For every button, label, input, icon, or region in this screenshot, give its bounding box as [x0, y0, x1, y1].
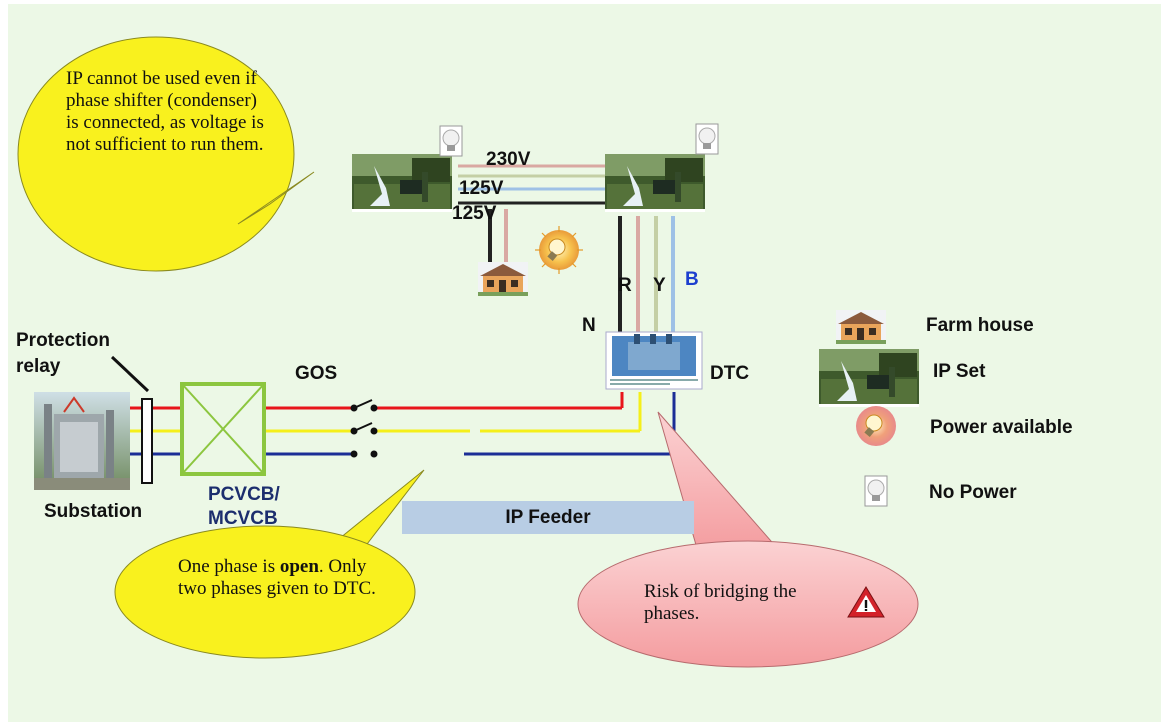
- dtc-label: DTC: [710, 363, 750, 384]
- gos-label: GOS: [295, 363, 338, 384]
- breaker-label-line1: PCVCB/: [208, 484, 280, 505]
- no-power-bulb-icon: [439, 125, 463, 157]
- ip-feeder-lines: [128, 392, 676, 456]
- ip-set-interconnect-lines: [458, 164, 606, 205]
- ip-feeder-bar: [402, 501, 694, 534]
- neutral-label-n: N: [582, 315, 596, 336]
- farm-house-icon: [478, 262, 528, 296]
- dtc-service-drops: [618, 216, 675, 338]
- substation-label: Substation: [44, 501, 143, 522]
- warning-icon: [847, 586, 885, 618]
- legend-power-available-bulb-icon: [856, 406, 896, 446]
- voltage-label-230v: 230V: [486, 149, 531, 170]
- breaker-label-line2: MCVCB: [208, 508, 278, 529]
- bridging-risk-callout-text: Risk of bridging the phases.: [644, 581, 797, 624]
- open-phase-text-end: . Only two phases given to DTC.: [178, 556, 376, 599]
- legend-farm-house-icon: [836, 310, 886, 344]
- legend-label-power-available: Power available: [930, 417, 1073, 438]
- protection-relay-label-line1: Protection: [16, 330, 110, 351]
- open-phase-text-start: One phase is: [178, 556, 280, 577]
- pcvcb-breaker: [180, 382, 266, 476]
- substation-image: [34, 392, 130, 490]
- legend-ip-set-icon: [819, 349, 919, 407]
- condenser-callout-text: IP cannot be used even if phase shifter …: [66, 68, 264, 155]
- gos-switch: [350, 399, 378, 458]
- power-available-bulb-icon: [534, 225, 584, 275]
- condenser-callout-bubble: [17, 36, 315, 272]
- dtc-transformer: [605, 331, 703, 390]
- protection-relay-label-line2: relay: [16, 356, 61, 377]
- phase-label-r: R: [618, 275, 632, 296]
- ip-feeder-label: IP Feeder: [505, 507, 591, 528]
- open-phase-bold-word: open: [279, 556, 319, 577]
- bridging-risk-callout-bubble: [577, 411, 919, 668]
- phase-label-b: B: [685, 269, 699, 290]
- open-phase-callout-bubble: [114, 469, 425, 659]
- phase-label-y: Y: [653, 275, 666, 296]
- protection-relay: [110, 355, 153, 484]
- voltage-label-125v-bottom: 125V: [452, 203, 497, 224]
- legend-label-farm-house: Farm house: [926, 315, 1034, 336]
- ip-set-right: [605, 154, 705, 212]
- legend-no-power-bulb-icon: [864, 475, 888, 507]
- open-phase-callout-text: One phase is open. Only two phases given…: [178, 556, 388, 600]
- legend-label-ip-set: IP Set: [933, 361, 986, 382]
- legend-label-no-power: No Power: [929, 482, 1017, 503]
- ip-set-left: [352, 154, 452, 212]
- no-power-bulb-icon: [695, 123, 719, 155]
- voltage-label-125v-top: 125V: [459, 178, 504, 199]
- diagram-slide: IP cannot be used even if phase shifter …: [8, 4, 1161, 722]
